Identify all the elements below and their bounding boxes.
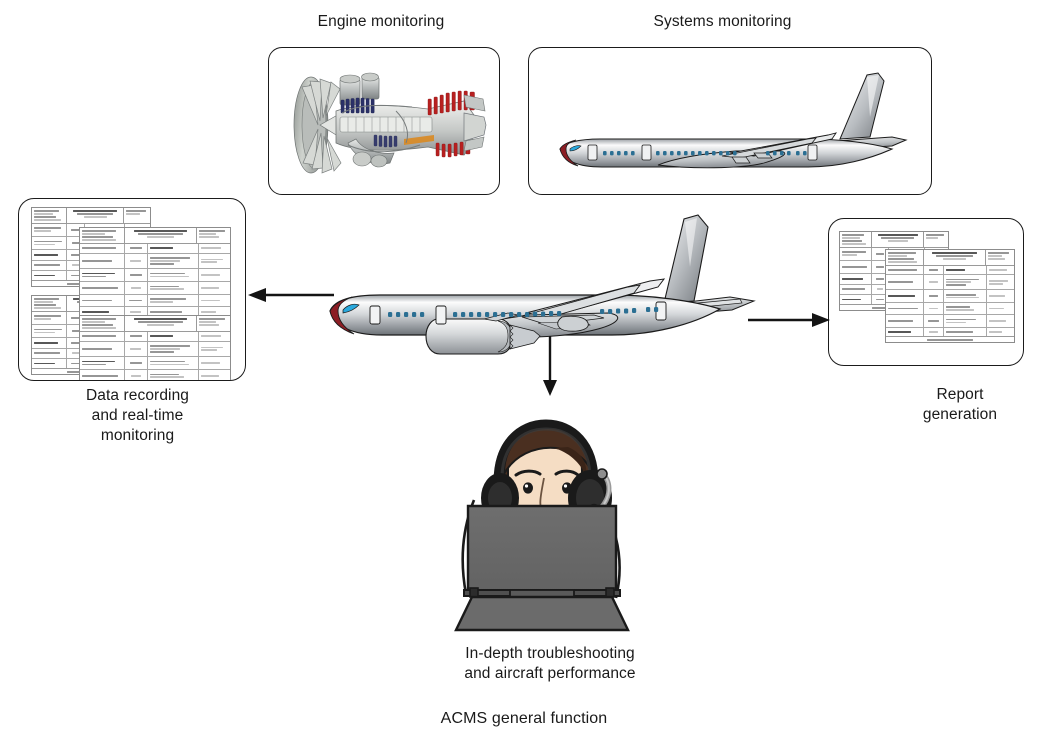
caption-in-depth-troubleshooting: In-depth troubleshooting and aircraft pe… bbox=[464, 645, 636, 682]
report-document bbox=[885, 249, 1015, 343]
airliner-illustration-systems bbox=[540, 57, 922, 187]
arrow-to-troubleshooting bbox=[538, 336, 562, 398]
report-document bbox=[79, 315, 231, 380]
caption-engine-monitoring: Engine monitoring bbox=[317, 13, 445, 30]
caption-report-generation: Report generation bbox=[922, 386, 998, 423]
jet-engine-cutaway-icon bbox=[278, 55, 492, 187]
airliner-illustration-center bbox=[312, 205, 790, 367]
panel-report-generation bbox=[828, 218, 1024, 366]
arrow-to-report-generation bbox=[748, 308, 832, 332]
caption-data-recording: Data recording and real-time monitoring bbox=[85, 387, 190, 444]
operator-with-headset-illustration bbox=[404, 412, 686, 634]
diagram-title: ACMS general function bbox=[440, 710, 608, 727]
arrow-to-data-recording bbox=[246, 283, 338, 307]
caption-systems-monitoring: Systems monitoring bbox=[653, 13, 792, 30]
panel-data-recording bbox=[18, 198, 246, 381]
report-document bbox=[79, 227, 231, 323]
